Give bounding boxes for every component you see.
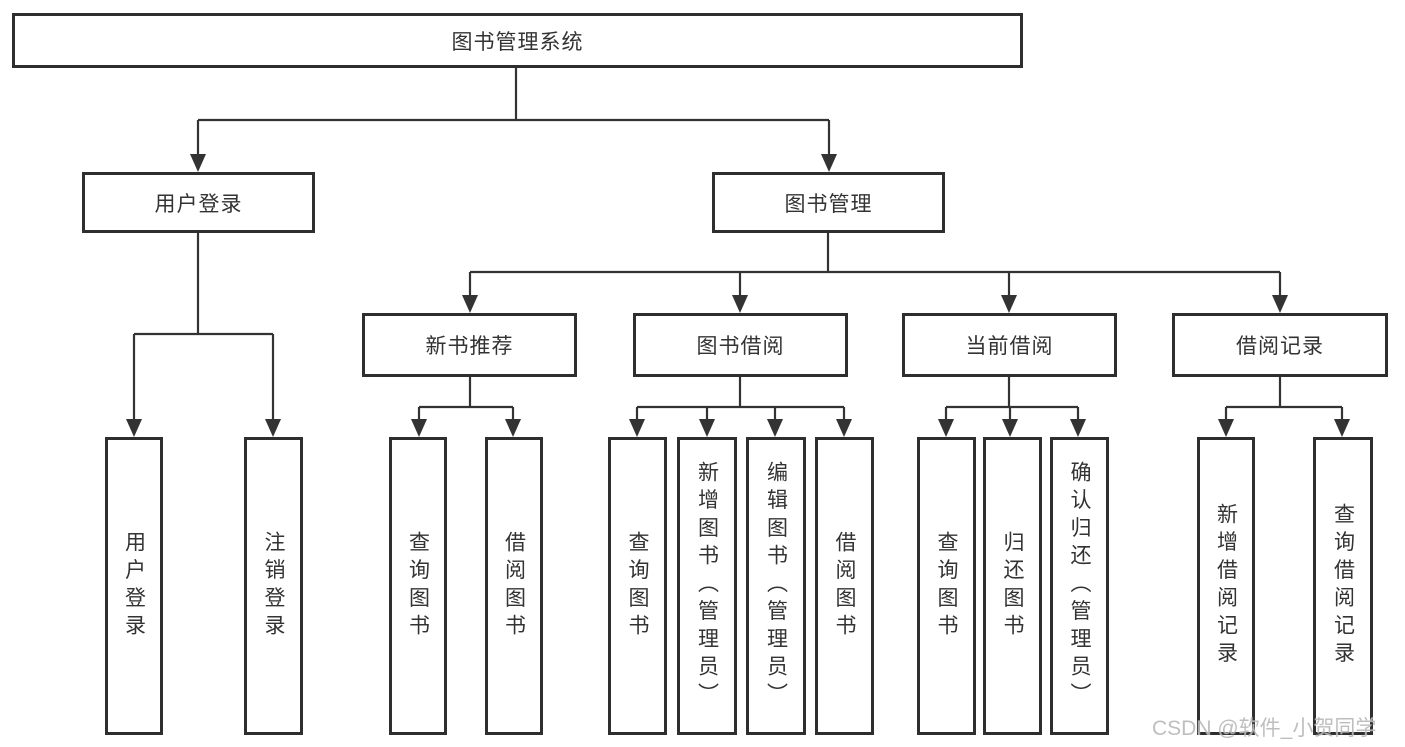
csdn-watermark: CSDN @软件_小贺同学 (1152, 717, 1377, 740)
leaf-query-borrow-record: 查询借阅记录 (1313, 437, 1373, 735)
leaf-query-books-recommend: 查询图书 (389, 437, 447, 735)
branch-new-books (417, 377, 515, 423)
branch-book-borrow (635, 377, 846, 423)
node-new-book-recommend: 新书推荐 (362, 313, 577, 377)
branch-current-borrow (944, 377, 1080, 423)
branch-book-management (468, 233, 1282, 299)
node-book-management: 图书管理 (712, 172, 945, 233)
leaf-borrow-books-recommend: 借阅图书 (485, 437, 543, 735)
leaf-logout: 注销登录 (244, 437, 303, 735)
node-borrow-records: 借阅记录 (1172, 313, 1388, 377)
leaf-edit-books-admin: 编辑图书（管理员） (746, 437, 806, 735)
node-current-borrowing: 当前借阅 (902, 313, 1117, 377)
leaf-return-books: 归还图书 (983, 437, 1042, 735)
branch-user-login (132, 233, 275, 423)
node-library-system: 图书管理系统 (12, 13, 1023, 68)
branch-root (196, 68, 831, 158)
leaf-user-login: 用户登录 (105, 437, 163, 735)
leaf-borrow-books: 借阅图书 (815, 437, 874, 735)
leaf-query-books-borrow: 查询图书 (608, 437, 667, 735)
branch-borrow-records (1224, 377, 1344, 423)
node-book-borrowing: 图书借阅 (633, 313, 848, 377)
leaf-confirm-return-admin: 确认归还（管理员） (1050, 437, 1109, 735)
node-user-login: 用户登录 (82, 172, 315, 233)
leaf-query-books-current: 查询图书 (917, 437, 976, 735)
leaf-add-borrow-record: 新增借阅记录 (1197, 437, 1255, 735)
leaf-add-books-admin: 新增图书（管理员） (677, 437, 737, 735)
